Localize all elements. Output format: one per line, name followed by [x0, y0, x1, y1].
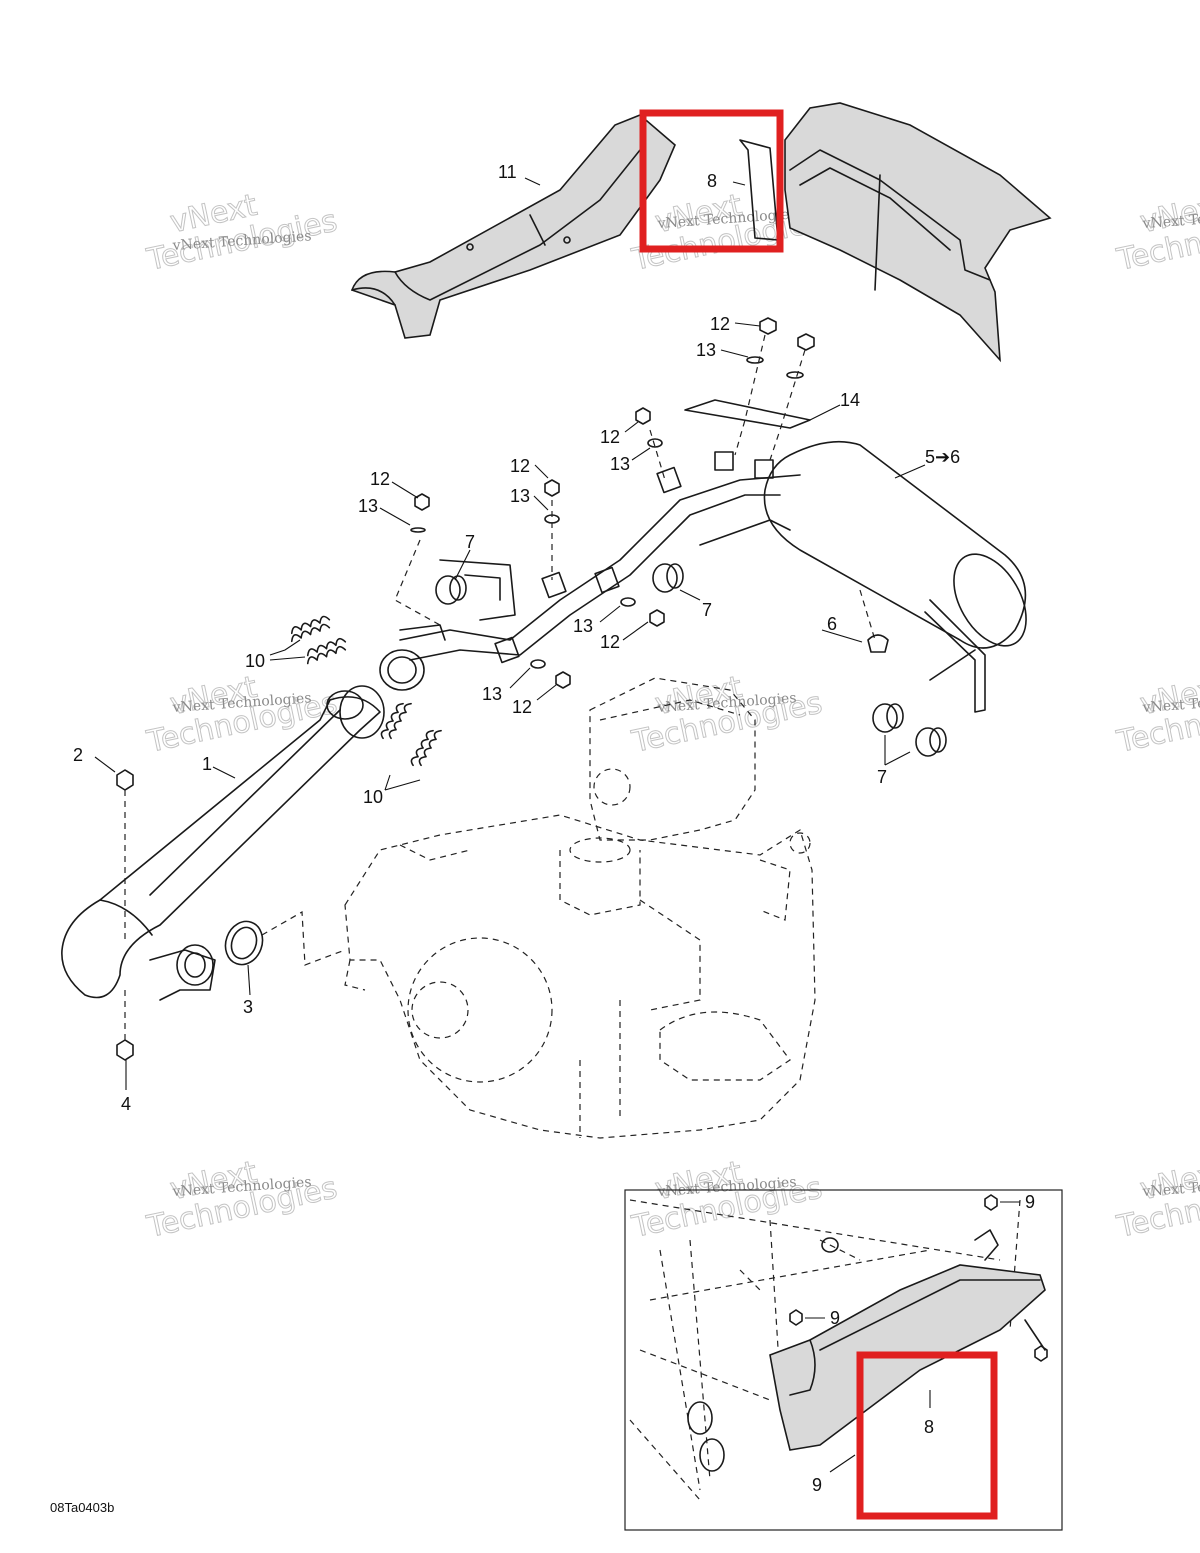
gasket-part-3: [224, 910, 346, 966]
callout-13: 13: [358, 496, 378, 516]
front-exhaust-pipe-part-1: [61, 685, 385, 1001]
engine-block: [344, 677, 816, 1139]
diagram-code: 08Ta0403b: [50, 1500, 114, 1515]
callout-8-top: 8: [707, 171, 717, 191]
callout-12: 12: [512, 697, 532, 717]
callout-4: 4: [121, 1094, 131, 1114]
callout-2: 2: [73, 745, 83, 765]
exhaust-pipe: [379, 451, 801, 691]
callout-13: 13: [610, 454, 630, 474]
callout-11: 11: [498, 162, 517, 182]
callout-3: 3: [243, 997, 253, 1017]
callout-12: 12: [510, 456, 530, 476]
callout-12: 12: [600, 632, 620, 652]
callout-5-6: 5➔6: [925, 447, 960, 467]
callout-7: 7: [465, 532, 475, 552]
highlight-box-top: [639, 109, 784, 253]
callout-8-inset: 8: [924, 1417, 934, 1437]
muffler-part-5: [763, 440, 1027, 713]
callout-7: 7: [877, 767, 887, 787]
callout-12: 12: [710, 314, 730, 334]
callout-6: 6: [827, 614, 837, 634]
springs-part-10: [290, 615, 442, 767]
highlight-box-inset: [856, 1351, 998, 1520]
watermarks: vNext Technologies vNext Technologies vN…: [143, 187, 1200, 1245]
callouts: 11 8 12 13 14 5➔6 12 13 12 13 12 13 7 7 …: [73, 162, 1035, 1495]
watermark: vNext Technologies: [143, 187, 341, 278]
plate-part-14: [684, 399, 811, 429]
callout-14: 14: [840, 390, 860, 410]
callout-9: 9: [1025, 1192, 1035, 1212]
callout-9: 9: [812, 1475, 822, 1495]
nut-part-4: [116, 1039, 134, 1061]
callout-10: 10: [363, 787, 383, 807]
callout-9: 9: [830, 1308, 840, 1328]
grommet-part-7: [435, 563, 947, 757]
bolt-part-2: [116, 769, 134, 791]
callout-7: 7: [702, 600, 712, 620]
callout-13: 13: [696, 340, 716, 360]
callout-13: 13: [510, 486, 530, 506]
leader-lines: [94, 177, 926, 1090]
callout-1: 1: [202, 754, 212, 774]
muffler-heat-shield: [739, 102, 1052, 363]
callout-13: 13: [573, 616, 593, 636]
callout-13: 13: [482, 684, 502, 704]
bolts-washers: [394, 317, 815, 689]
heat-shield-part-11: [350, 114, 676, 339]
callout-12: 12: [600, 427, 620, 447]
callout-12: 12: [370, 469, 390, 489]
callout-10: 10: [245, 651, 265, 671]
bumper-part-6: [867, 634, 889, 653]
